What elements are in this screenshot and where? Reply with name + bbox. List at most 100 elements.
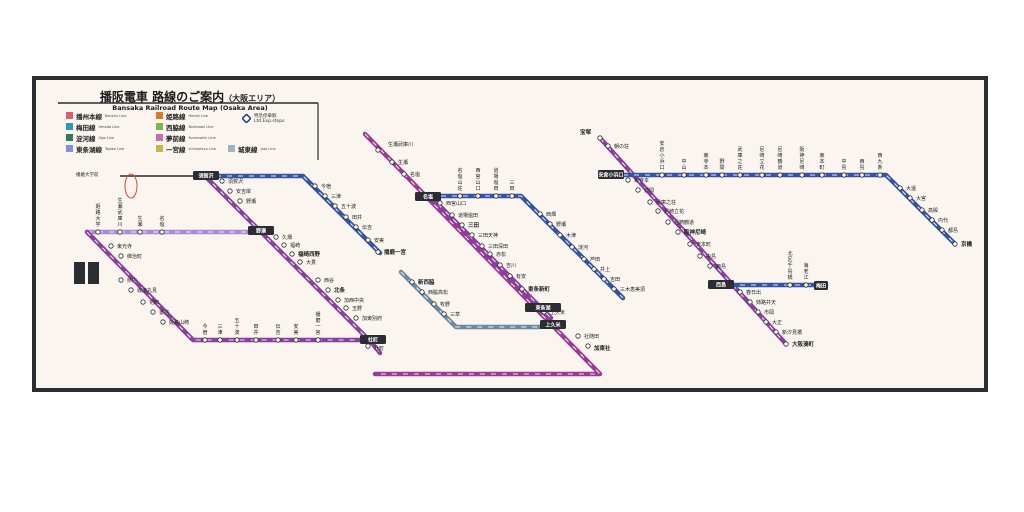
station-label-s21: 東光寺 <box>117 243 132 250</box>
station-label-s66: 庫 <box>738 152 743 159</box>
station-label-s20: 磨 <box>316 317 321 324</box>
station-label-s43: 上久米 <box>550 309 565 316</box>
station-label-s69: 阪神尼崎 <box>684 228 707 236</box>
station-marker <box>707 263 713 269</box>
station-label-s65: 間 <box>720 165 725 171</box>
legend-label: 東条湖線 <box>76 145 102 154</box>
transfer-box-umeda-label: 梅田 <box>816 283 826 290</box>
station-label-s08: 西谷 <box>324 277 334 284</box>
station-marker <box>449 212 455 218</box>
station-marker <box>479 243 485 249</box>
station-label-s38: 赤松 <box>496 251 506 258</box>
station-marker <box>585 343 591 349</box>
station-marker <box>687 241 693 247</box>
station-label-s68: 道 <box>778 164 783 171</box>
station-label-s70: 本 <box>820 158 825 165</box>
station-label-s67: 尼 <box>760 147 765 153</box>
station-label-s63: 中 <box>682 158 687 165</box>
station-marker <box>275 337 281 343</box>
station-label-s64: 寺 <box>704 159 709 165</box>
station-label-s52: 野瀬 <box>556 221 566 228</box>
station-marker <box>315 337 321 343</box>
station-label-s62: 浜 <box>660 158 665 165</box>
station-label-s62: 小 <box>660 152 665 159</box>
station-marker <box>219 178 225 184</box>
station-label-s34: 道 <box>494 167 499 174</box>
station-label-s70: 町 <box>820 165 825 171</box>
station-label-s85: 高殿 <box>928 207 938 214</box>
line-himeji <box>84 229 375 343</box>
station-label-s71: 島 <box>842 164 847 171</box>
station-label-s35: 田 <box>510 186 515 192</box>
station-label-s69: 尼 <box>800 159 805 165</box>
station-marker <box>591 266 597 272</box>
legend-label: 西脇線 <box>166 123 186 132</box>
station-label-s86: 内代 <box>938 217 948 224</box>
station-label-s74: 春日出 <box>746 289 761 296</box>
line-nishinomiya-dash <box>430 195 624 299</box>
station-label-s58: 三木恵美須 <box>620 286 645 293</box>
station-marker <box>493 193 499 199</box>
station-label-s37: 三田深田 <box>488 243 508 250</box>
station-label-s72: 西 <box>860 159 865 165</box>
station-label-s60: 宝塚 <box>580 128 592 136</box>
station-marker <box>335 297 341 303</box>
station-label-s62: 安 <box>660 140 665 147</box>
station-label-s47: 新西脇 <box>418 278 435 286</box>
transfer-box-sugasawa <box>193 171 219 180</box>
station-label-s80: 北 <box>788 250 793 257</box>
station-marker <box>137 229 143 235</box>
station-marker <box>332 203 338 209</box>
station-label-s31: 名塩 <box>410 171 420 178</box>
station-marker <box>659 172 665 178</box>
station-label-s70: 東 <box>820 152 825 159</box>
station-label-s67: 尼崎立花 <box>664 208 684 215</box>
legend-label-en: Joto Line <box>260 146 276 151</box>
station-label-s14: 今宿 <box>321 183 331 190</box>
station-marker <box>389 159 395 165</box>
station-marker <box>507 273 513 279</box>
legend-label-en: Yumesakin Line <box>188 135 216 140</box>
station-marker <box>773 329 779 335</box>
station-label-s20: 播磨一宮 <box>384 248 407 256</box>
station-marker <box>747 299 753 305</box>
station-marker <box>117 229 123 235</box>
station-label-s29: 武 <box>118 209 123 216</box>
transfer-box-shamachi <box>360 335 386 344</box>
station-marker <box>159 229 165 235</box>
legend-swatch <box>228 145 235 152</box>
station-marker <box>322 193 328 199</box>
station-marker <box>755 309 761 315</box>
station-label-s07: 大貫 <box>306 259 316 266</box>
station-label-s76: 市岡 <box>764 309 774 316</box>
station-label-s79: 大阪湊町 <box>792 340 815 348</box>
station-label-s30: 生 <box>138 215 143 222</box>
station-label-s66: 武庫之荘 <box>656 199 676 206</box>
legend-label-en: Banshu Line <box>105 113 127 118</box>
station-marker <box>841 172 847 178</box>
station-marker <box>737 172 743 178</box>
station-label-s71: 中島 <box>706 253 716 260</box>
station-label-s34: 場 <box>494 173 499 180</box>
station-label-s88: 京橋 <box>961 240 973 248</box>
station-label-s13: 社町 <box>374 345 384 352</box>
terminal-himeji-block <box>74 262 85 284</box>
station-marker <box>919 207 925 213</box>
station-label-s67: 崎 <box>760 152 765 159</box>
transfer-box-ankura <box>598 170 624 179</box>
station-label-s68: 尼 <box>778 147 783 153</box>
station-label-s78: 新汐見橋 <box>782 329 802 336</box>
station-label-s56: 井上 <box>600 266 610 273</box>
station-marker <box>557 232 563 238</box>
station-marker <box>655 208 661 214</box>
legend-swatch <box>156 145 163 152</box>
station-marker <box>581 256 587 262</box>
express-legend-ja: 特急停車駅 <box>254 114 277 119</box>
station-marker <box>509 193 515 199</box>
station-marker <box>375 249 381 255</box>
station-marker <box>419 289 425 295</box>
